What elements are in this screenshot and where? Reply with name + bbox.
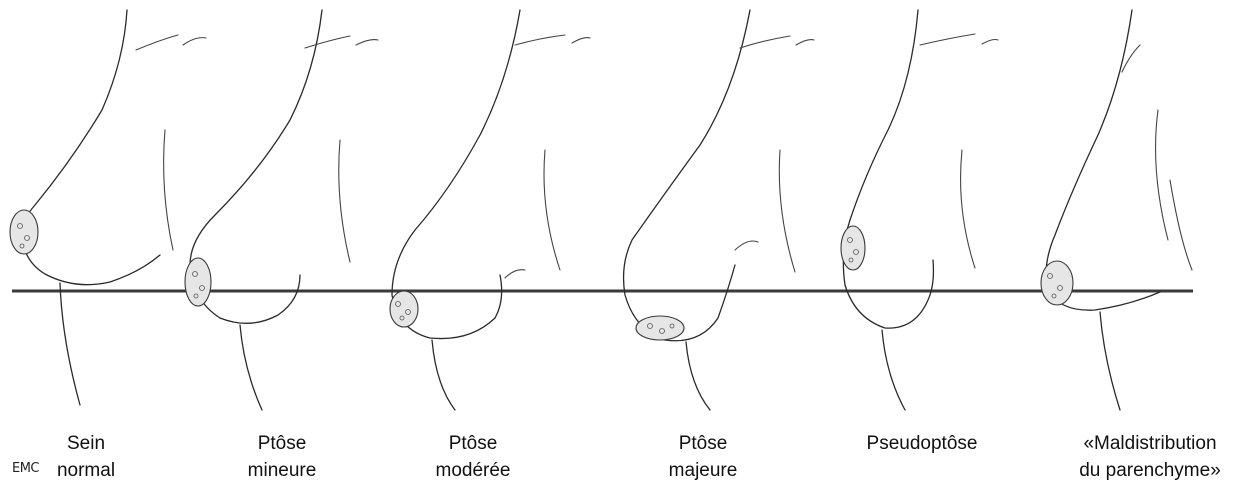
figure-ptose-mineure — [185, 10, 378, 410]
areola — [636, 316, 684, 340]
areola — [10, 210, 38, 254]
label-ptose-majeure: Ptôse majeure — [669, 430, 738, 484]
label-pseudoptose: Pseudoptôse — [867, 430, 978, 457]
figure-ptose-majeure — [624, 10, 814, 410]
label-ptose-mineure: Ptôse mineure — [248, 430, 317, 484]
label-maldistribution-parenchyme: «Maldistribution du parenchyme» — [1079, 430, 1221, 484]
areola — [185, 258, 211, 306]
figure-pseudoptose — [841, 10, 998, 410]
figure-sein-normal — [10, 10, 206, 405]
areola — [841, 226, 865, 270]
areola — [1041, 261, 1073, 305]
label-ptose-moderee: Ptôse modérée — [436, 430, 511, 484]
emc-logo: EMC — [12, 461, 39, 476]
areola — [390, 291, 418, 327]
figure-ptose-moderee — [390, 10, 590, 410]
label-sein-normal: Sein normal — [57, 430, 115, 484]
figure-maldistribution-parenchyme — [1041, 10, 1192, 410]
